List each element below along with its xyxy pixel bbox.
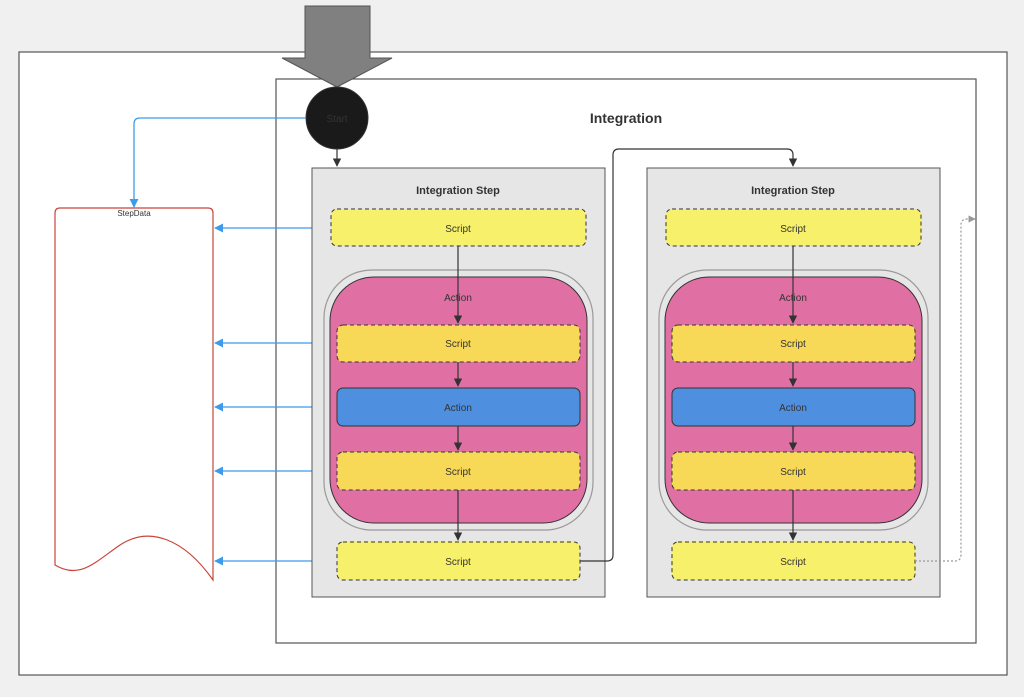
inner-pre-script-box[interactable] (671, 324, 916, 363)
stepdata-label: StepData (117, 209, 151, 218)
start-label: Start (326, 114, 347, 125)
integration-step-2: Integration Step Script Action Script Ac… (646, 167, 941, 598)
action-label: Action (779, 403, 807, 414)
arrow-step1-to-step2 (580, 148, 798, 562)
arrow-start-to-stepdata (129, 117, 306, 208)
integration-title: Integration (590, 110, 662, 126)
inner-post-script-label: Script (445, 467, 471, 478)
post-script-label: Script (780, 557, 806, 568)
inner-pre-script-label: Script (445, 339, 471, 350)
inner-post-script-box[interactable] (671, 451, 916, 491)
pre-script-label: Script (445, 224, 471, 235)
action-label: Action (444, 403, 472, 414)
pre-script-label: Script (780, 224, 806, 235)
entry-arrow (281, 5, 393, 88)
stepdata-document (54, 207, 214, 582)
post-script-label: Script (445, 557, 471, 568)
inner-pre-script-box[interactable] (336, 324, 581, 363)
inner-post-script-box[interactable] (336, 451, 581, 491)
step-title: Integration Step (751, 185, 835, 197)
inner-post-script-label: Script (780, 467, 806, 478)
integration-step-1: Integration Step Script Action Script Ac… (311, 167, 606, 598)
inner-pre-script-label: Script (780, 339, 806, 350)
step-title: Integration Step (416, 185, 500, 197)
